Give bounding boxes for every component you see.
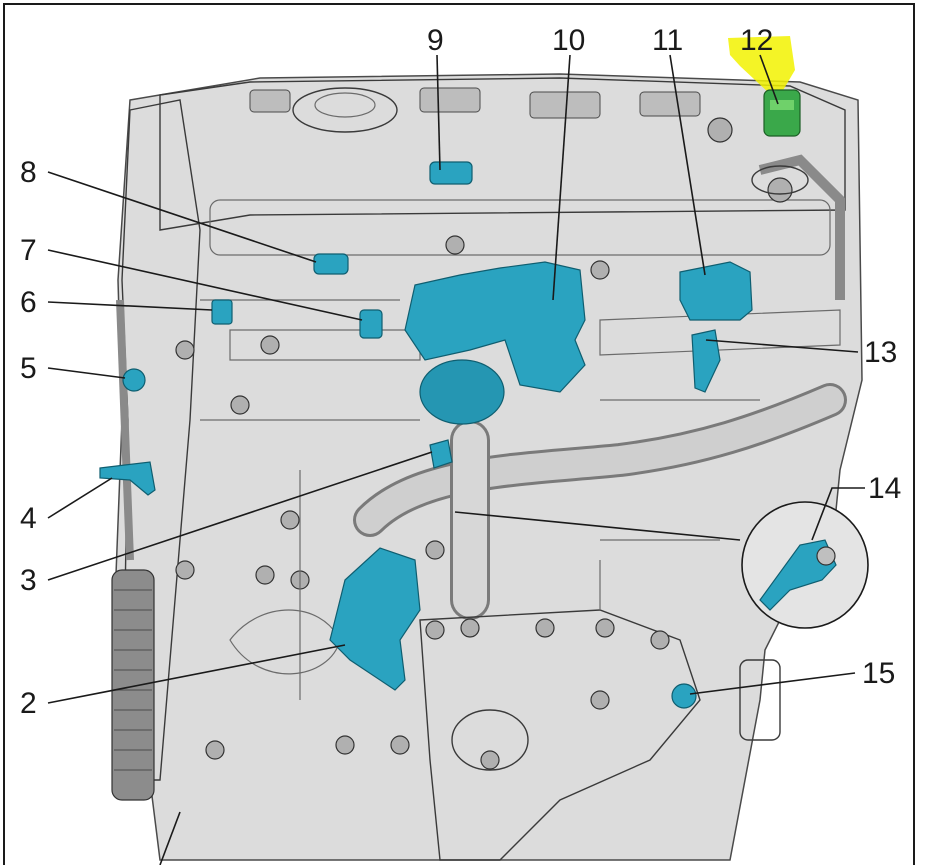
callout-11: 11 xyxy=(652,24,683,57)
component-2 xyxy=(329,547,421,691)
callout-3: 3 xyxy=(20,564,37,597)
callout-2: 2 xyxy=(20,687,37,720)
component-4 xyxy=(99,461,156,496)
diagram-border xyxy=(3,3,915,865)
component-8 xyxy=(313,253,349,275)
callout-14: 14 xyxy=(868,472,901,505)
callout-15: 15 xyxy=(862,657,895,690)
highlighted-components xyxy=(99,161,753,709)
callout-6: 6 xyxy=(20,286,37,319)
component-10-pulley xyxy=(419,359,505,425)
callout-7: 7 xyxy=(20,234,37,267)
callout-numbers: 2 3 4 5 6 7 8 9 10 11 12 13 14 15 xyxy=(20,24,901,720)
callout-13: 13 xyxy=(864,336,897,369)
component-15 xyxy=(671,683,697,709)
component-6 xyxy=(211,299,233,325)
component-13 xyxy=(691,329,721,393)
component-10 xyxy=(404,261,586,393)
engine-block xyxy=(111,73,863,861)
callout-4: 4 xyxy=(20,502,37,535)
callout-8: 8 xyxy=(20,156,37,189)
leader-lines xyxy=(47,54,865,865)
component-11 xyxy=(679,261,753,321)
component-12-highlight xyxy=(728,36,801,137)
component-9 xyxy=(429,161,473,185)
callout-12: 12 xyxy=(740,24,773,57)
inset-14 xyxy=(741,501,869,629)
component-7 xyxy=(359,309,383,339)
component-5 xyxy=(122,368,146,392)
callout-10: 10 xyxy=(552,24,585,57)
component-3 xyxy=(429,439,453,469)
callout-9: 9 xyxy=(427,24,444,57)
callout-5: 5 xyxy=(20,352,37,385)
